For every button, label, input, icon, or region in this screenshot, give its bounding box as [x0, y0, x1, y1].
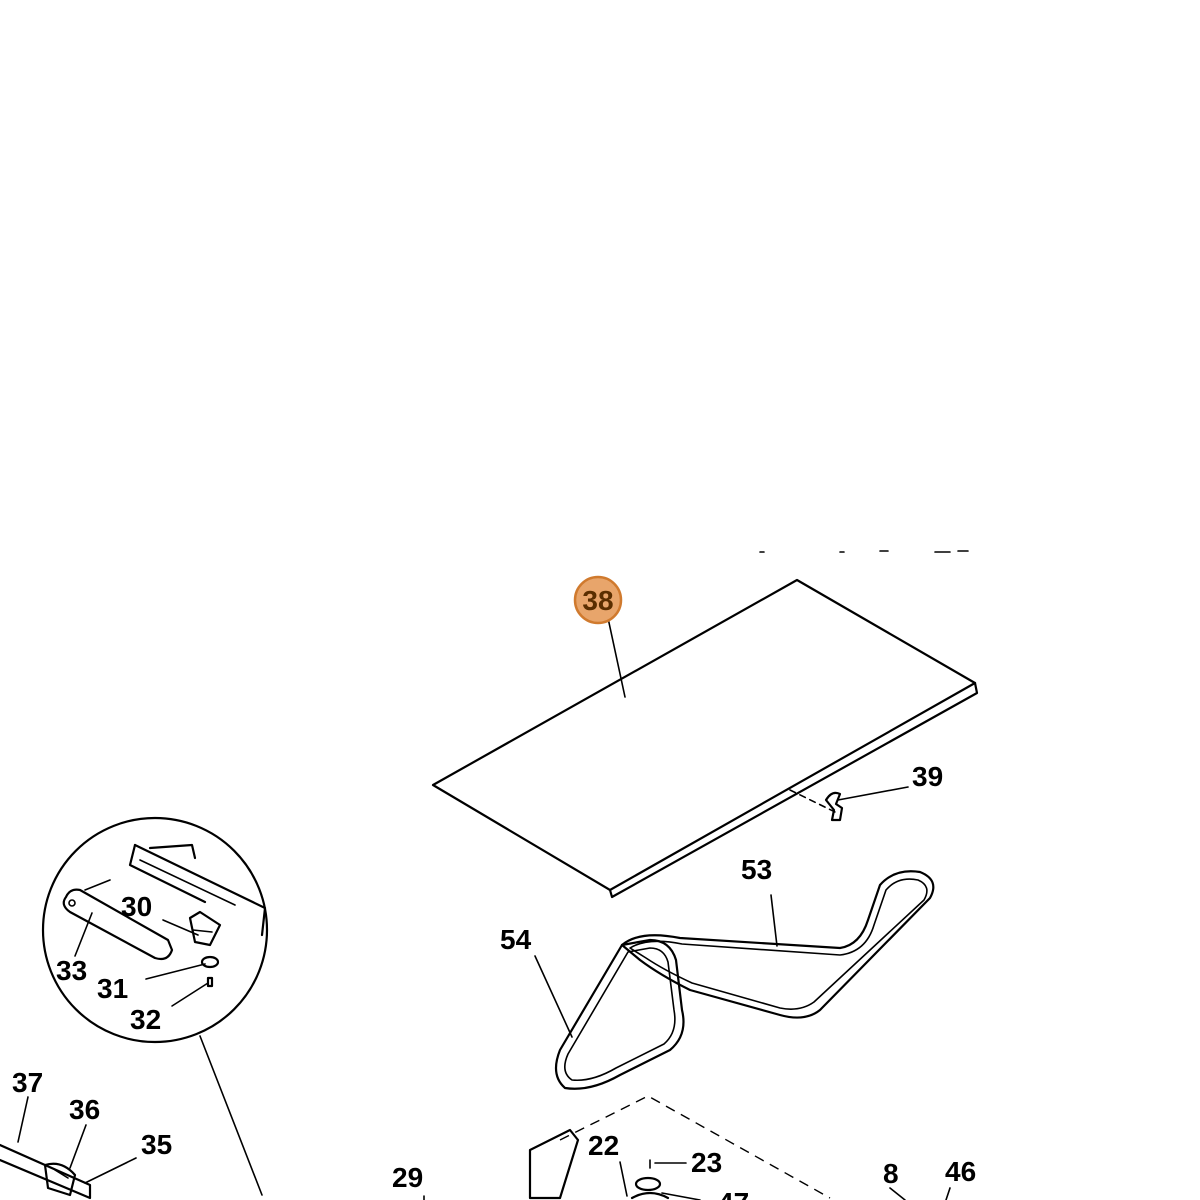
callout-22[interactable]: 22	[588, 1130, 619, 1161]
part-30-bracket[interactable]	[188, 910, 222, 947]
part-53-belt[interactable]	[620, 870, 935, 1019]
part-54-belt[interactable]	[554, 938, 685, 1090]
callout-labels: 38 39 53 54 30 33 31 32 37 36 35 29 22 2…	[12, 585, 976, 1200]
scan-artifacts	[759, 550, 969, 553]
callout-23[interactable]: 23	[691, 1147, 722, 1178]
callout-31[interactable]: 31	[97, 973, 128, 1004]
callout-53[interactable]: 53	[741, 854, 772, 885]
callout-36[interactable]: 36	[69, 1094, 100, 1125]
callout-30[interactable]: 30	[121, 891, 152, 922]
part-38-panel[interactable]	[431, 578, 979, 899]
callout-38[interactable]: 38	[582, 585, 613, 616]
lower-parts	[528, 1095, 831, 1200]
callout-54[interactable]: 54	[500, 924, 532, 955]
part-31-washer[interactable]	[200, 955, 220, 969]
leader-lines	[17, 617, 951, 1200]
part-32-bolt[interactable]	[206, 976, 214, 988]
callout-38-highlight	[573, 575, 623, 625]
callout-46[interactable]: 46	[945, 1156, 976, 1187]
callout-8[interactable]: 8	[883, 1158, 899, 1189]
callout-39[interactable]: 39	[912, 761, 943, 792]
callout-35[interactable]: 35	[141, 1129, 172, 1160]
callout-47[interactable]: 47	[718, 1187, 749, 1200]
callout-32[interactable]: 32	[130, 1004, 161, 1035]
detail-circle	[41, 816, 269, 1196]
callout-37[interactable]: 37	[12, 1067, 43, 1098]
part-39-clip[interactable]	[824, 791, 844, 822]
callout-29[interactable]: 29	[392, 1162, 423, 1193]
callout-33[interactable]: 33	[56, 955, 87, 986]
shaft-assembly[interactable]	[0, 1143, 92, 1200]
part-33-bar[interactable]	[62, 888, 174, 961]
